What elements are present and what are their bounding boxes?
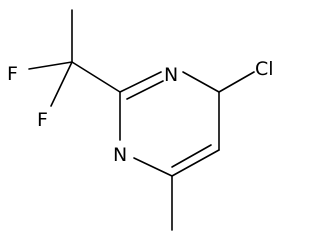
bond-c2-n3	[119, 71, 162, 93]
molecule-structure: F F N N Cl	[7, 9, 274, 231]
structure-canvas: F F N N Cl	[7, 9, 274, 231]
atom-label-f-bottom: F	[37, 109, 48, 131]
bond-c6-n1	[133, 157, 173, 177]
bond-cf2-to-f-bottom	[50, 61, 73, 107]
atom-label-n-bottom: N	[113, 144, 127, 166]
bond-c4-cl	[218, 71, 255, 93]
bond-c5-c6	[171, 149, 220, 177]
atom-label-n-top: N	[164, 64, 178, 86]
bond-c2-n3-inner	[126, 80, 164, 100]
atom-label-f-top: F	[7, 63, 18, 85]
bond-c5-c6-inner	[171, 144, 212, 168]
bond-n3-c4	[182, 71, 220, 93]
atom-label-cl: Cl	[255, 58, 274, 80]
bond-cf2-to-f-top	[28, 61, 73, 70]
bond-cf2-to-ring-c2	[71, 61, 121, 93]
